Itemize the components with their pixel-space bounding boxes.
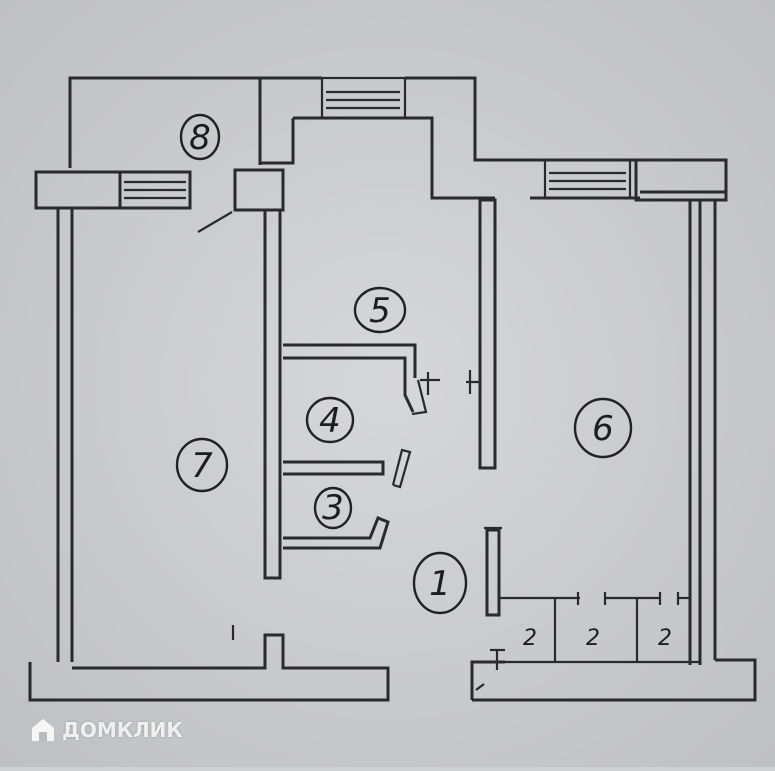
room-8-label: 8 xyxy=(179,113,221,161)
room-2c-number: 2 xyxy=(658,626,672,651)
room-8-number: 8 xyxy=(189,118,211,158)
room-2b-number: 2 xyxy=(586,626,600,651)
room-5-number: 5 xyxy=(369,291,391,331)
interior-walls xyxy=(197,168,700,691)
room-2a-number: 2 xyxy=(523,626,537,651)
room-6-number: 6 xyxy=(592,409,614,449)
window-left xyxy=(124,180,186,200)
room-3-number: 3 xyxy=(322,488,344,528)
window-top xyxy=(320,76,407,120)
room-6-label: 6 xyxy=(573,397,633,459)
room-7-number: 7 xyxy=(191,446,213,486)
room-3-label: 3 xyxy=(313,486,353,530)
room-4-label: 4 xyxy=(305,396,355,444)
watermark-text: ДОМКЛИК xyxy=(62,718,183,742)
house-logo-icon xyxy=(32,719,54,741)
room-7-label: 7 xyxy=(175,437,229,493)
room-4-number: 4 xyxy=(319,401,341,441)
room-1-number: 1 xyxy=(429,564,451,604)
room-1-label: 1 xyxy=(412,551,468,615)
window-right xyxy=(543,158,632,200)
room-5-label: 5 xyxy=(353,286,407,334)
watermark: ДОМКЛИК xyxy=(30,717,183,743)
